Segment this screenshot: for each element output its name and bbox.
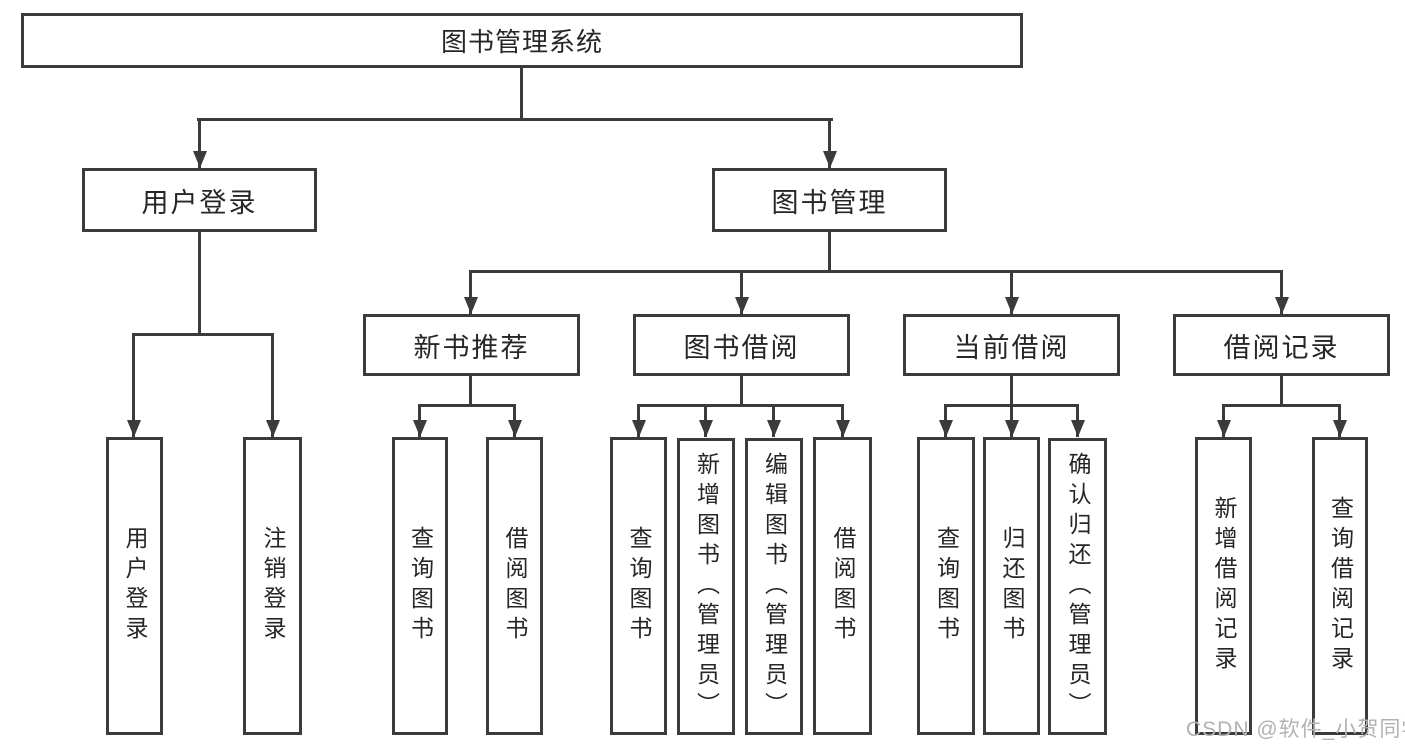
connector-root-stem — [520, 68, 523, 120]
arrow-br-query — [1338, 404, 1341, 437]
leaf-label: 查询借阅记录 — [1327, 496, 1354, 676]
node-book-management: 图书管理 — [712, 168, 947, 232]
leaf-bb-edit-books-admin: 编辑图书（管理员） — [745, 438, 803, 735]
connector-book-management-stem — [828, 232, 831, 273]
connector-book-borrow-stem — [740, 376, 743, 407]
arrow-to-leaf-user-login — [132, 333, 135, 437]
node-book-borrow: 图书借阅 — [633, 314, 850, 376]
connector-borrow-record-rail — [1222, 404, 1341, 407]
leaf-nb-borrow-books: 借阅图书 — [486, 437, 543, 735]
leaf-cb-return-books: 归还图书 — [983, 437, 1040, 735]
node-label: 当前借阅 — [953, 332, 1070, 363]
arrow-nb-borrow — [513, 404, 516, 437]
arrow-bb-borrow — [841, 404, 844, 437]
arrow-to-current-borrow — [1010, 270, 1013, 314]
node-label: 图书管理系统 — [440, 27, 603, 57]
arrow-to-user-login — [198, 120, 201, 168]
connector-level3-rail — [469, 270, 1282, 273]
node-label: 借阅记录 — [1223, 332, 1340, 363]
node-label: 用户登录 — [141, 187, 258, 218]
connector-level1-rail — [197, 118, 833, 121]
node-new-book-recommend: 新书推荐 — [363, 314, 580, 376]
leaf-cb-query-books: 查询图书 — [917, 437, 975, 735]
arrow-bb-query — [637, 404, 640, 437]
arrow-bb-add — [704, 404, 707, 437]
leaf-label: 用户登录 — [122, 526, 148, 646]
arrow-to-book-management — [828, 120, 831, 168]
node-book-management-system: 图书管理系统 — [21, 13, 1023, 68]
arrow-to-new-book-recommend — [469, 270, 472, 314]
arrow-cb-query — [944, 404, 947, 437]
leaf-bb-borrow-books: 借阅图书 — [813, 437, 872, 735]
connector-new-book-rail — [418, 404, 516, 407]
leaf-bb-add-books-admin: 新增图书（管理员） — [677, 438, 735, 735]
leaf-user-login: 用户登录 — [106, 437, 163, 735]
leaf-br-add-record: 新增借阅记录 — [1195, 437, 1252, 735]
connector-user-login-stem — [198, 232, 201, 335]
connector-new-book-stem — [469, 376, 472, 407]
arrow-br-add — [1222, 404, 1225, 437]
arrow-bb-edit — [772, 404, 775, 437]
leaf-label: 借阅图书 — [830, 526, 856, 646]
leaf-label: 新增图书（管理员） — [693, 451, 720, 722]
node-label: 新书推荐 — [413, 332, 530, 363]
connector-current-borrow-stem — [1010, 376, 1013, 407]
leaf-label: 借阅图书 — [502, 526, 528, 646]
arrow-cb-return — [1010, 404, 1013, 437]
arrow-to-leaf-logout — [271, 333, 274, 437]
csdn-watermark: CSDN @软件_小贺同学 — [1186, 718, 1405, 741]
arrow-to-book-borrow — [740, 270, 743, 314]
connector-user-login-rail — [132, 333, 274, 336]
leaf-nb-query-books: 查询图书 — [392, 437, 448, 735]
node-user-login: 用户登录 — [82, 168, 317, 232]
leaf-label: 注销登录 — [260, 526, 286, 646]
leaf-label: 查询图书 — [626, 526, 652, 646]
arrow-to-borrow-record — [1280, 270, 1283, 314]
connector-book-borrow-rail — [637, 404, 844, 407]
node-label: 图书借阅 — [683, 332, 800, 363]
connector-borrow-record-stem — [1280, 376, 1283, 407]
leaf-br-query-record: 查询借阅记录 — [1312, 437, 1368, 735]
leaf-label: 编辑图书（管理员） — [761, 451, 788, 722]
node-current-borrow: 当前借阅 — [903, 314, 1120, 376]
arrow-nb-query — [418, 404, 421, 437]
leaf-label: 查询图书 — [407, 526, 434, 646]
node-borrow-record: 借阅记录 — [1173, 314, 1390, 376]
leaf-label: 确认归还（管理员） — [1065, 451, 1091, 722]
leaf-label: 归还图书 — [999, 526, 1025, 646]
leaf-label: 查询图书 — [933, 526, 960, 646]
leaf-bb-query-books: 查询图书 — [610, 437, 667, 735]
leaf-cb-confirm-return-admin: 确认归还（管理员） — [1048, 438, 1107, 735]
leaf-label: 新增借阅记录 — [1211, 496, 1237, 676]
arrow-cb-confirm — [1076, 404, 1079, 437]
node-label: 图书管理 — [771, 187, 888, 218]
leaf-logout: 注销登录 — [243, 437, 302, 735]
